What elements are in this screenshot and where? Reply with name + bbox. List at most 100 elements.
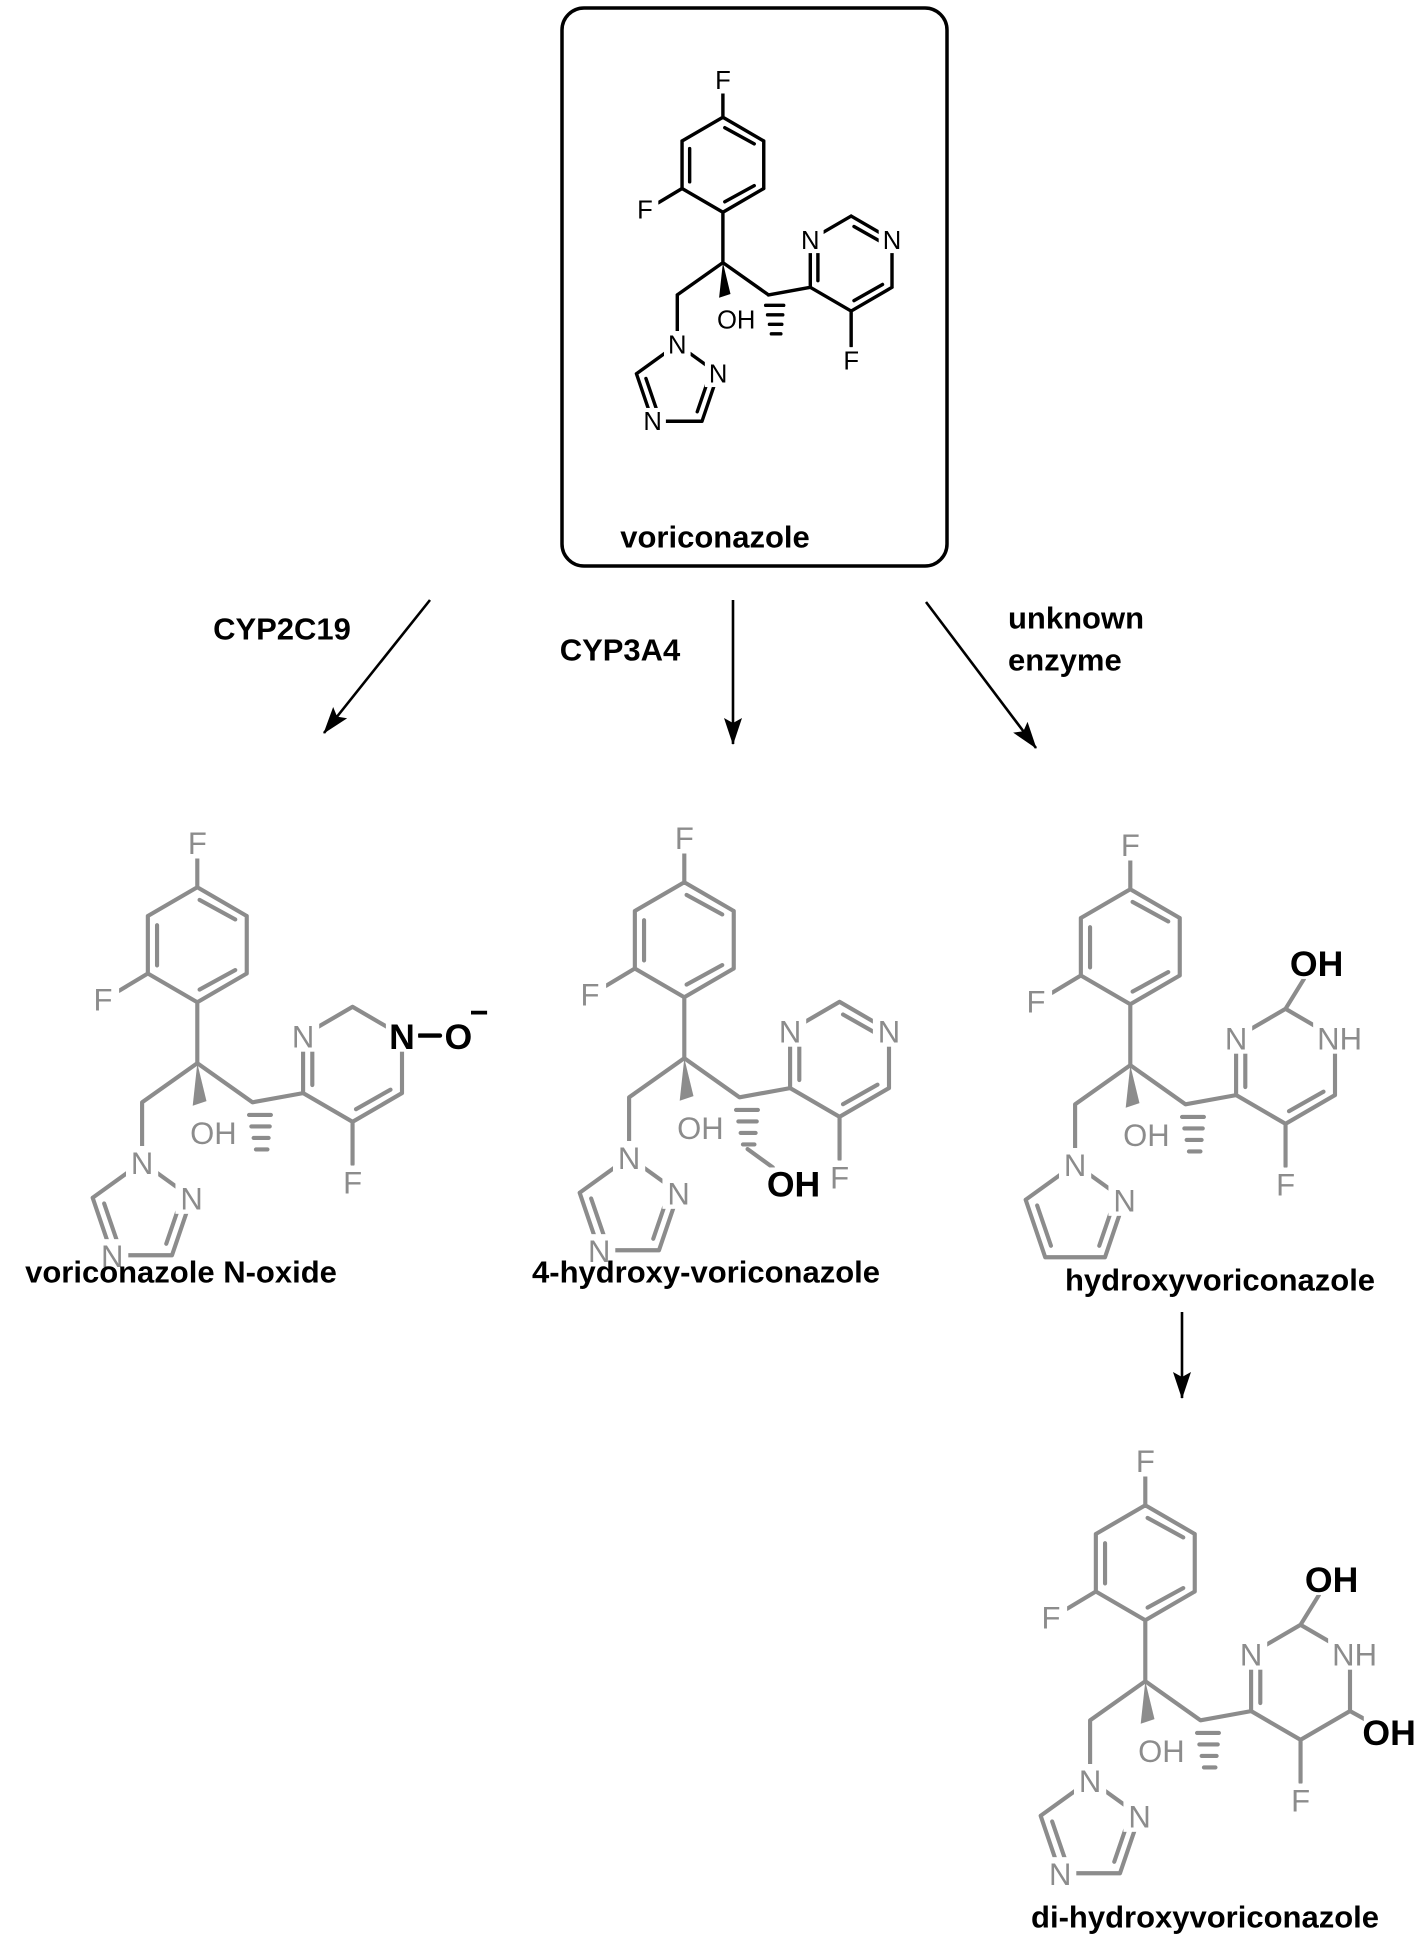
atom-label-hydroxyl: OH <box>190 1116 237 1151</box>
label-backdrop <box>336 1165 369 1198</box>
metabolite-name-dihydroxy: di-hydroxyvoriconazole <box>1031 1900 1379 1935</box>
label-backdrop <box>1074 1764 1107 1797</box>
label-backdrop <box>1289 946 1345 979</box>
atom-label-nitrogen: N <box>618 1141 640 1176</box>
atom-label-nitrogen: N <box>643 408 662 436</box>
hydroxyvoriconazole-structure: F F OH N NH F N N OH <box>1019 828 1367 1260</box>
bond-skeleton <box>634 88 894 423</box>
label-backdrop <box>1034 1600 1068 1633</box>
atom-label-fluorine: F <box>843 347 859 375</box>
atom-label-oxide-oxygen: O <box>444 1017 472 1057</box>
label-backdrop <box>1304 1562 1360 1595</box>
label-backdrop <box>774 1014 807 1047</box>
atom-label-nh: NH <box>1332 1637 1377 1672</box>
label-backdrop <box>704 360 732 388</box>
label-backdrop <box>711 306 761 333</box>
bond-skeleton <box>90 852 405 1258</box>
label-backdrop <box>1284 1783 1317 1816</box>
metabolite-name-hydroxy: hydroxyvoriconazole <box>1065 1263 1375 1298</box>
atom-label-ring-hydroxyl-right: OH <box>1362 1713 1415 1753</box>
label-backdrop <box>662 1176 695 1209</box>
stereo-wedge-bond <box>1125 1065 1140 1108</box>
atom-label-nitrogen: N <box>878 1014 900 1049</box>
label-backdrop <box>837 347 865 374</box>
atom-label-fluorine: F <box>675 821 694 856</box>
atom-label-new-hydroxyl: OH <box>767 1165 820 1205</box>
atom-label-nitrogen: N <box>131 1146 153 1181</box>
atom-label-fluorine: F <box>1042 1600 1061 1635</box>
label-backdrop <box>1019 984 1053 1017</box>
stereo-wedge-bond <box>679 1058 694 1101</box>
metabolite-name-four-hydroxy: 4-hydroxy-voriconazole <box>532 1255 880 1290</box>
atom-label-nitrogen: N <box>883 227 902 255</box>
stereo-wedge-bond <box>719 262 731 298</box>
label-backdrop <box>664 331 691 358</box>
atom-label-nitrogen: N <box>1049 1857 1071 1892</box>
atom-label-fluorine: F <box>94 982 113 1017</box>
label-backdrop <box>573 977 607 1010</box>
atom-label-hydroxyl: OH <box>1138 1734 1185 1769</box>
label-backdrop <box>86 982 120 1015</box>
atom-label-fluorine: F <box>343 1165 362 1200</box>
atom-label-fluorine: F <box>637 196 653 224</box>
voriconazole-n-oxide-structure: F F OH N N O F N N N <box>86 826 488 1274</box>
atom-label-nitrogen: N <box>709 361 728 389</box>
label-backdrop <box>1328 1637 1382 1670</box>
label-backdrop <box>823 1160 856 1193</box>
atom-label-nitrogen: N <box>801 227 820 255</box>
atom-label-fluorine: F <box>1276 1167 1295 1202</box>
label-backdrop <box>96 1239 129 1272</box>
label-backdrop <box>1363 1715 1417 1748</box>
bond-skeleton <box>1023 854 1338 1260</box>
atom-label-fluorine: F <box>1136 1444 1155 1479</box>
atom-label-fluorine: F <box>1291 1783 1310 1818</box>
atom-label-fluorine: F <box>1027 984 1046 1019</box>
atom-label-nitrogen: N <box>667 1176 689 1211</box>
label-backdrop <box>287 1019 320 1052</box>
label-backdrop <box>1114 828 1147 861</box>
atom-label-nitrogen: N <box>180 1181 202 1216</box>
label-backdrop <box>126 1146 159 1179</box>
atom-label-nitrogen: N <box>292 1019 314 1054</box>
label-backdrop <box>763 1167 824 1200</box>
enzyme-label-cyp3a4: CYP3A4 <box>560 633 681 668</box>
label-backdrop <box>1220 1021 1253 1054</box>
label-backdrop <box>443 1019 474 1052</box>
atom-label-nh: NH <box>1317 1021 1362 1056</box>
label-backdrop <box>668 821 701 854</box>
atom-label-nitrogen: N <box>1128 1799 1150 1834</box>
label-backdrop <box>709 66 737 94</box>
enzyme-label-unknown-line1: unknown <box>1008 601 1144 636</box>
label-backdrop <box>181 826 214 859</box>
label-backdrop <box>1116 1118 1177 1151</box>
parent-compound-name: voriconazole <box>620 520 810 555</box>
label-backdrop <box>1044 1857 1077 1890</box>
atom-label-hydroxyl: OH <box>1123 1118 1170 1153</box>
atom-label-fluorine: F <box>188 826 207 861</box>
label-backdrop <box>1059 1148 1092 1181</box>
label-backdrop <box>872 1014 906 1047</box>
four-hydroxy-voriconazole-structure: F F OH N N F N N N OH <box>573 821 906 1269</box>
label-backdrop <box>797 226 824 254</box>
label-backdrop <box>1108 1183 1141 1216</box>
atom-label-nitrogen: N <box>588 1234 610 1269</box>
voriconazole-box <box>560 6 949 568</box>
label-backdrop <box>670 1111 731 1144</box>
reaction-arrow-cyp2c19 <box>322 599 432 734</box>
label-backdrop <box>1131 1734 1192 1767</box>
atom-label-nitrogen: N <box>1225 1021 1247 1056</box>
atom-label-fluorine: F <box>715 67 731 95</box>
label-backdrop <box>1235 1637 1268 1670</box>
atom-label-nitrogen: N <box>1079 1764 1101 1799</box>
atom-label-ring-hydroxyl-top: OH <box>1305 1560 1358 1600</box>
enzyme-label-unknown-line2: enzyme <box>1008 643 1122 678</box>
label-backdrop <box>1313 1021 1367 1054</box>
enzyme-label-cyp2c19: CYP2C19 <box>213 612 351 647</box>
label-backdrop <box>385 1019 419 1052</box>
metabolite-name-n-oxide: voriconazole N-oxide <box>25 1255 337 1290</box>
label-backdrop <box>175 1181 208 1214</box>
label-backdrop <box>613 1141 646 1174</box>
label-backdrop <box>878 226 906 254</box>
